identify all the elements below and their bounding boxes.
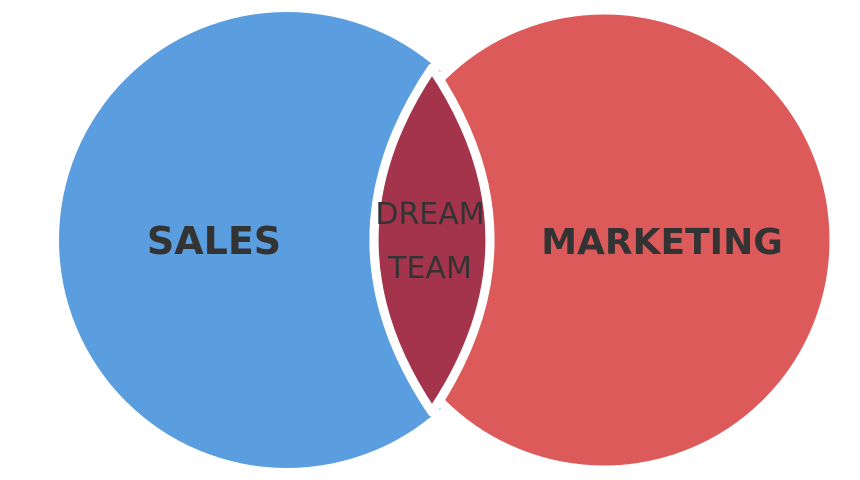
intersection-label-line1: DREAM — [375, 197, 484, 232]
intersection-lens — [369, 63, 495, 417]
intersection-label-line2: TEAM — [387, 251, 472, 286]
sales-label: SALES — [147, 219, 281, 263]
marketing-label: MARKETING — [541, 222, 783, 263]
